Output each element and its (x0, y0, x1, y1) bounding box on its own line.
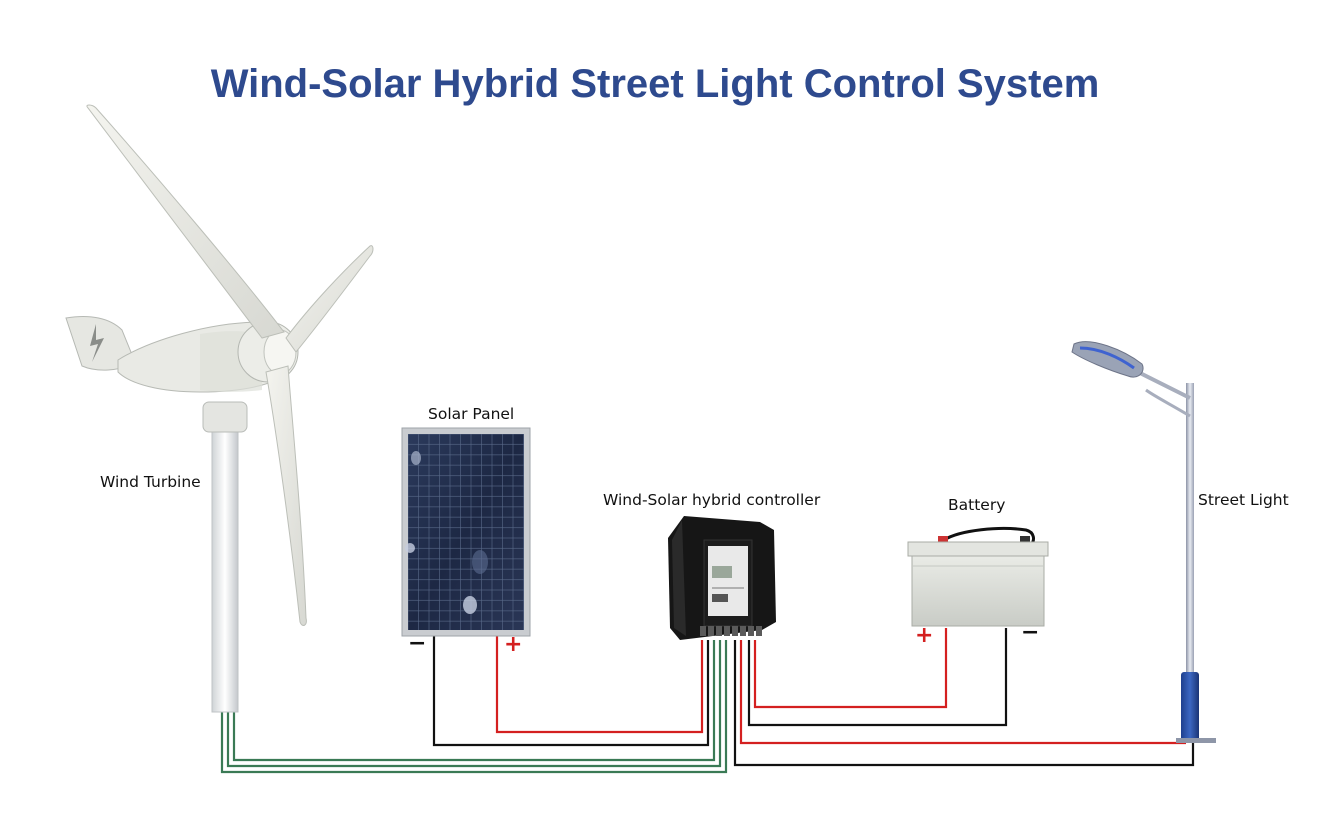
solar-positive-wire (495, 634, 704, 734)
turbine-wire-2 (226, 640, 722, 768)
battery-label: Battery (948, 496, 1006, 514)
solar-negative-wire (432, 634, 710, 747)
battery-positive-wire (753, 628, 948, 709)
wiring (220, 628, 1195, 774)
diagram-title: Wind-Solar Hybrid Street Light Control S… (210, 62, 1100, 106)
solar-positive-sign: + (504, 632, 523, 657)
battery (907, 527, 1049, 627)
turbine-wire-1 (220, 640, 728, 774)
solar-panel (401, 427, 531, 637)
street-light (1071, 341, 1216, 743)
wind-turbine-label: Wind Turbine (100, 473, 201, 491)
battery-negative-wire (747, 628, 1008, 727)
hybrid-controller (668, 516, 776, 640)
battery-positive-sign: + (915, 623, 934, 648)
solar-panel-label: Solar Panel (428, 405, 515, 423)
street-light-label: Street Light (1198, 491, 1289, 509)
wind-turbine (65, 104, 374, 713)
solar-negative-sign: − (408, 631, 427, 656)
controller-label: Wind-Solar hybrid controller (603, 491, 821, 509)
turbine-wire-3 (232, 640, 716, 762)
battery-negative-sign: − (1021, 620, 1040, 645)
light-negative-wire (733, 640, 1195, 767)
light-positive-wire (739, 640, 1186, 745)
